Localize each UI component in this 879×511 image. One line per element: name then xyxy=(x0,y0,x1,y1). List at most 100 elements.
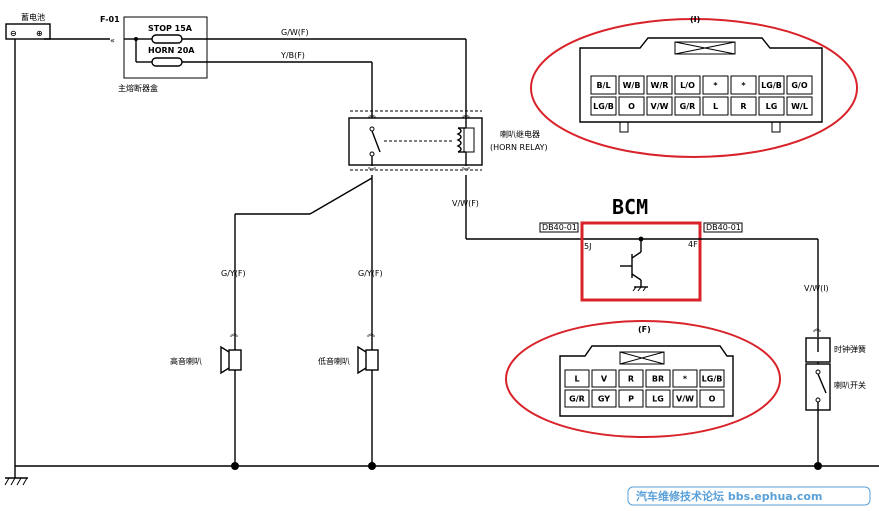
svg-text:︽: ︽ xyxy=(367,329,375,338)
connector-pin-label: O xyxy=(709,395,716,404)
fuse-horn-label: HORN 20A xyxy=(148,46,195,55)
relay-label-en: (HORN RELAY) xyxy=(490,143,548,152)
connector-pin-cell xyxy=(786,75,813,95)
fuse-stop-icon xyxy=(151,34,183,44)
connector-pin-cell xyxy=(674,96,701,116)
battery-minus-icon: ⊖ xyxy=(10,29,17,38)
svg-text:︾: ︾ xyxy=(368,167,376,176)
connector-pin-label: BR xyxy=(652,375,664,384)
connector-pin-label: * xyxy=(741,81,746,90)
connector-pin-cell xyxy=(645,389,671,408)
watermark-text: 汽车维修技术论坛 bbs.ephua.com xyxy=(636,489,822,503)
connector-pin-cell xyxy=(618,369,644,388)
horn-high-icon xyxy=(220,345,230,375)
bcm-connector-left: DB40-01 xyxy=(542,223,577,232)
connector-pin-label: LG/B xyxy=(702,375,723,384)
connector-f: (F) L V R BR * LG/B G/R GY P LG V/W O xyxy=(505,320,781,438)
connector-pin-cell xyxy=(591,369,617,388)
fuse-stop-label: STOP 15A xyxy=(148,24,193,33)
connector-pin-cell xyxy=(730,75,757,95)
bcm-pin-left: 5J xyxy=(584,242,591,251)
horn-switch-label: 喇叭开关 xyxy=(834,380,866,390)
bcm-connector-right: DB40-01 xyxy=(706,223,741,232)
connector-pin-label: W/R xyxy=(651,81,669,90)
connector-pin-label: R xyxy=(628,375,634,384)
connector-pin-label: GY xyxy=(598,395,610,404)
fusebox-label: 主熔断器盒 xyxy=(118,83,158,93)
bcm-title: BCM xyxy=(612,195,648,219)
high-horn-label: 高音喇叭 xyxy=(170,356,202,366)
connector-pin-label: V/W xyxy=(651,102,669,111)
connector-pin-label: G/O xyxy=(791,81,807,90)
connector-chevron-icon: « xyxy=(110,36,115,45)
connector-pin-cell xyxy=(702,75,729,95)
relay-coil-icon xyxy=(456,127,462,153)
wire-label-vw-f: V/W(F) xyxy=(452,199,479,208)
low-horn-label: 低音喇叭 xyxy=(318,356,350,366)
forum-watermark: 汽车维修技术论坛 bbs.ephua.com xyxy=(627,486,871,506)
connector-pin-label: LG/B xyxy=(593,102,614,111)
ground-junction xyxy=(231,462,239,470)
svg-text:︽: ︽ xyxy=(230,329,238,338)
connector-pin-cell xyxy=(758,75,785,95)
connector-pin-label: W/B xyxy=(623,81,641,90)
connector-pin-cell xyxy=(618,96,645,116)
ground-junction xyxy=(368,462,376,470)
connector-pin-label: LG xyxy=(766,102,778,111)
connector-pin-label: V/W xyxy=(676,395,694,404)
horn-relay: ︽ ︽ ︾ ︾ 喇叭继电器 (HORN RELAY) xyxy=(348,110,548,176)
connector-pin-label: W/L xyxy=(791,102,808,111)
connector-pin-cell xyxy=(590,96,617,116)
connector-pin-cell xyxy=(591,389,617,408)
wire-label-yb: Y/B(F) xyxy=(280,51,305,60)
connector-pin-cell xyxy=(646,96,673,116)
connector-pin-cell xyxy=(564,389,590,408)
svg-text:︾: ︾ xyxy=(462,167,470,176)
connector-pin-cell xyxy=(674,75,701,95)
connector-pin-cell xyxy=(646,75,673,95)
clock-spring-label: 时钟弹簧 xyxy=(834,344,866,354)
wire-label-gy-left: G/Y(F) xyxy=(221,269,246,278)
connector-pin-label: * xyxy=(713,81,718,90)
connector-pin-label: L xyxy=(713,102,718,111)
connector-pin-label: P xyxy=(628,395,634,404)
connector-pin-cell xyxy=(786,96,813,116)
bcm-pin-right: 4F xyxy=(688,240,698,249)
wire-label-gw: G/W(F) xyxy=(281,28,309,37)
connector-pin-label: B/L xyxy=(596,81,610,90)
connector-pin-cell xyxy=(699,389,725,408)
connector-pin-label: O xyxy=(628,102,635,111)
connector-f-title: (F) xyxy=(638,325,651,334)
connector-pin-cell xyxy=(564,369,590,388)
connector-pin-label: G/R xyxy=(569,395,585,404)
horn-switch: ︽ 时钟弹簧 喇叭开关 xyxy=(805,324,866,411)
connector-pin-cell xyxy=(672,389,698,408)
svg-text:︽: ︽ xyxy=(813,324,821,333)
connector-pin-label: LG/B xyxy=(761,81,782,90)
connector-pin-cell xyxy=(758,96,785,116)
connector-i: (I) B/L W/B W/R L/O * * LG/B G/O LG/B O V/W G/R L R LG… xyxy=(530,15,858,158)
connector-pin-label: V xyxy=(601,375,608,384)
battery: 蓄电池 ⊖ ⊕ xyxy=(5,12,51,40)
fusebox-connector-label: F-01 xyxy=(100,15,120,24)
connector-pin-cell xyxy=(672,369,698,388)
fuse-horn-icon xyxy=(151,57,183,67)
connector-pin-cell xyxy=(590,75,617,95)
low-horn: ︽ 低音喇叭 xyxy=(318,329,379,375)
wire-label-gy-right: G/Y(F) xyxy=(358,269,383,278)
connector-pin-label: G/R xyxy=(680,102,696,111)
connector-pin-label: R xyxy=(740,102,746,111)
battery-plus-icon: ⊕ xyxy=(36,29,43,38)
bcm-highlight-box xyxy=(580,221,702,302)
connector-i-title: (I) xyxy=(690,15,700,24)
connector-pin-label: L xyxy=(574,375,579,384)
connector-pin-label: L/O xyxy=(680,81,695,90)
connector-pin-cell xyxy=(645,369,671,388)
connector-pin-label: * xyxy=(683,375,688,384)
connector-pin-label: LG xyxy=(652,395,664,404)
connector-pin-cell xyxy=(618,75,645,95)
main-fuse-box: F-01 « STOP 15A HORN 20A 主熔断器盒 xyxy=(100,15,208,93)
connector-pin-cell xyxy=(730,96,757,116)
relay-label-cn: 喇叭继电器 xyxy=(500,129,540,139)
